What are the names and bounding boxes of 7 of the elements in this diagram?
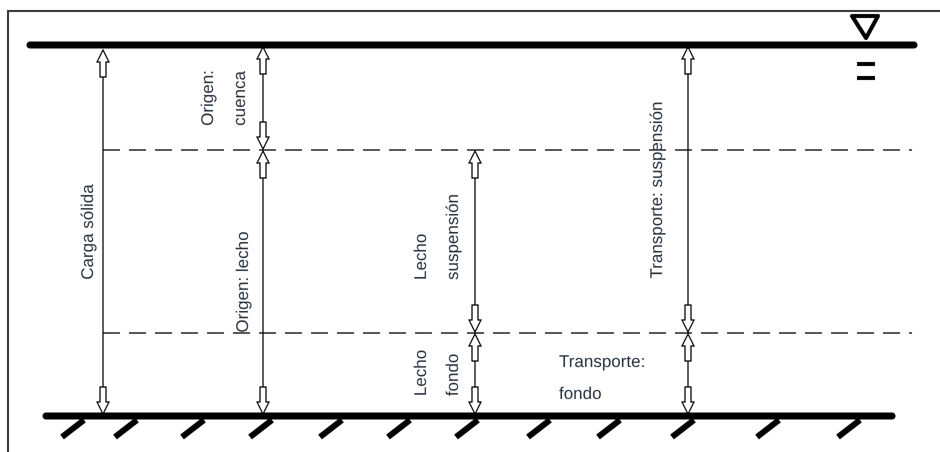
- dimension-label: Lecho suspensión: [410, 194, 463, 280]
- dimension-label: Lecho fondo: [410, 350, 463, 396]
- dimension-label: Transporte: suspensión: [646, 101, 667, 279]
- dimension-label: Origen: cuenca: [197, 70, 250, 126]
- dimension-label: Origen: lecho: [232, 231, 253, 333]
- dimension-label: Transporte: fondo: [559, 351, 646, 405]
- dimension-label: Carga sólida: [77, 184, 98, 280]
